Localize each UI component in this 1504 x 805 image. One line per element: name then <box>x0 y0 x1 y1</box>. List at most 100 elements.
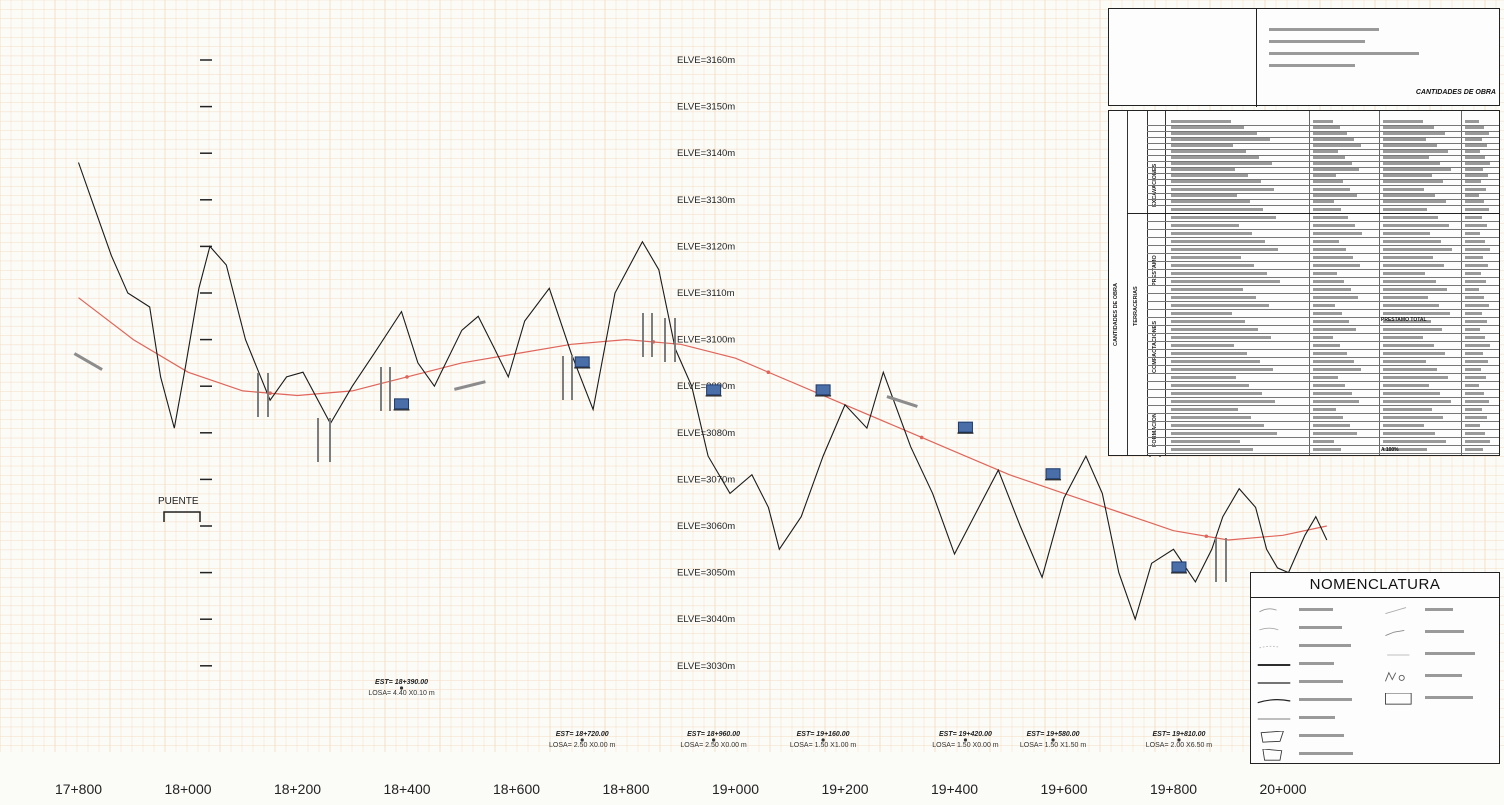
table-cell <box>1171 383 1249 389</box>
table-cell <box>1313 131 1347 137</box>
elevation-label: ELVE=3110m <box>677 288 735 299</box>
table-cell <box>1383 447 1427 453</box>
table-cell <box>1171 399 1275 405</box>
table-cell <box>1171 131 1257 137</box>
table-cell <box>1171 167 1235 173</box>
table-cell <box>1313 351 1347 357</box>
table-cell <box>1171 125 1244 131</box>
table-cell <box>1171 295 1256 301</box>
culvert-icon <box>394 398 410 410</box>
table-cell <box>1171 367 1273 373</box>
culvert-station-label: EST= 19+160.00 <box>797 731 850 738</box>
station-label: 19+000 <box>712 781 759 797</box>
table-cell <box>1465 399 1489 405</box>
culvert-station-label: EST= 18+720.00 <box>556 731 609 738</box>
qty-outer-col <box>1109 111 1128 455</box>
qty-sub-label: TERRACERIAS <box>1133 286 1139 326</box>
legend-symbol-icon <box>1385 671 1405 682</box>
terrain-line <box>77 162 1328 621</box>
culvert-slab-label: LOSA= 4.40 X0.10 m <box>368 690 435 697</box>
title-block <box>1108 8 1500 107</box>
legend-symbol-icon <box>1260 731 1284 743</box>
legend-item <box>1255 747 1395 763</box>
culvert-icon <box>1171 561 1187 573</box>
table-cell <box>1171 263 1254 269</box>
station-label: 19+800 <box>1150 781 1197 797</box>
legend-item <box>1381 603 1497 619</box>
table-cell <box>1313 431 1357 437</box>
table-cell <box>1383 327 1442 333</box>
elevation-label: ELVE=3030m <box>677 661 735 672</box>
elevation-label: ELVE=3060m <box>677 521 735 532</box>
table-cell <box>1313 187 1350 193</box>
table-cell <box>1383 263 1444 269</box>
table-cell <box>1171 193 1237 199</box>
table-cell <box>1313 375 1338 381</box>
table-cell <box>1383 155 1429 161</box>
table-cell <box>1313 119 1333 125</box>
table-cell <box>1383 295 1428 301</box>
table-cell <box>1465 187 1486 193</box>
qty-section-prestamo: PRESTAMO <box>1152 255 1158 286</box>
legend-symbol-icon <box>1259 627 1279 631</box>
pi-point <box>766 370 771 375</box>
table-cell <box>1465 407 1482 413</box>
qty-sub-col <box>1127 111 1148 455</box>
profile-annotation-mark <box>1215 538 1217 582</box>
table-cell <box>1313 295 1358 301</box>
table-cell <box>1383 279 1436 285</box>
station-label: 20+000 <box>1259 781 1306 797</box>
table-cell <box>1465 215 1482 221</box>
table-cell <box>1313 327 1356 333</box>
table-cell <box>1383 311 1450 317</box>
table-cell <box>1383 407 1432 413</box>
legend-symbol-icon <box>1259 645 1279 649</box>
table-cell <box>1465 319 1487 325</box>
table-cell <box>1171 391 1262 397</box>
table-cell <box>1171 327 1258 333</box>
table-cell <box>1313 143 1361 149</box>
table-cell <box>1313 407 1336 413</box>
table-cell <box>1383 179 1443 185</box>
table-cell <box>1313 155 1345 161</box>
table-cell <box>1383 375 1448 381</box>
table-cell <box>1313 359 1354 365</box>
table-cell <box>1465 415 1487 421</box>
table-cell <box>1171 303 1269 309</box>
title-line-1 <box>1269 27 1379 33</box>
station-label: 18+200 <box>274 781 321 797</box>
table-cell <box>1171 223 1239 229</box>
profile-annotations <box>73 313 1227 582</box>
pi-point <box>268 391 272 395</box>
table-cell <box>1313 439 1334 445</box>
table-cell <box>1465 351 1483 357</box>
culvert-icon <box>574 356 590 368</box>
legend-item <box>1381 625 1497 641</box>
profile-annotation-mark <box>1225 538 1227 582</box>
table-cell <box>1383 247 1452 253</box>
table-cell <box>1313 335 1333 341</box>
station-label: 19+400 <box>931 781 978 797</box>
table-cell <box>1171 143 1233 149</box>
elevation-label: ELVE=3150m <box>677 102 735 113</box>
table-cell <box>1383 431 1435 437</box>
prestamo-total-label: PRESTAMO TOTAL <box>1381 317 1427 323</box>
table-cell <box>1383 343 1434 349</box>
profile-annotation-mark <box>267 373 269 417</box>
table-cell <box>1313 193 1357 199</box>
table-cell <box>1383 367 1437 373</box>
legend-symbol-icon <box>1262 749 1283 761</box>
table-cell <box>1465 383 1479 389</box>
table-cell <box>1383 319 1431 325</box>
table-cell <box>1171 271 1267 277</box>
table-cell <box>1465 263 1488 269</box>
table-cell <box>1171 343 1234 349</box>
table-cell <box>1313 303 1335 309</box>
table-cell <box>1313 137 1354 143</box>
table-cell <box>1465 311 1482 317</box>
profile-annotation-mark <box>380 367 382 411</box>
table-cell <box>1171 423 1264 429</box>
profile-annotation-mark <box>674 318 676 362</box>
culvert-station-label: EST= 19+420.00 <box>939 731 992 738</box>
